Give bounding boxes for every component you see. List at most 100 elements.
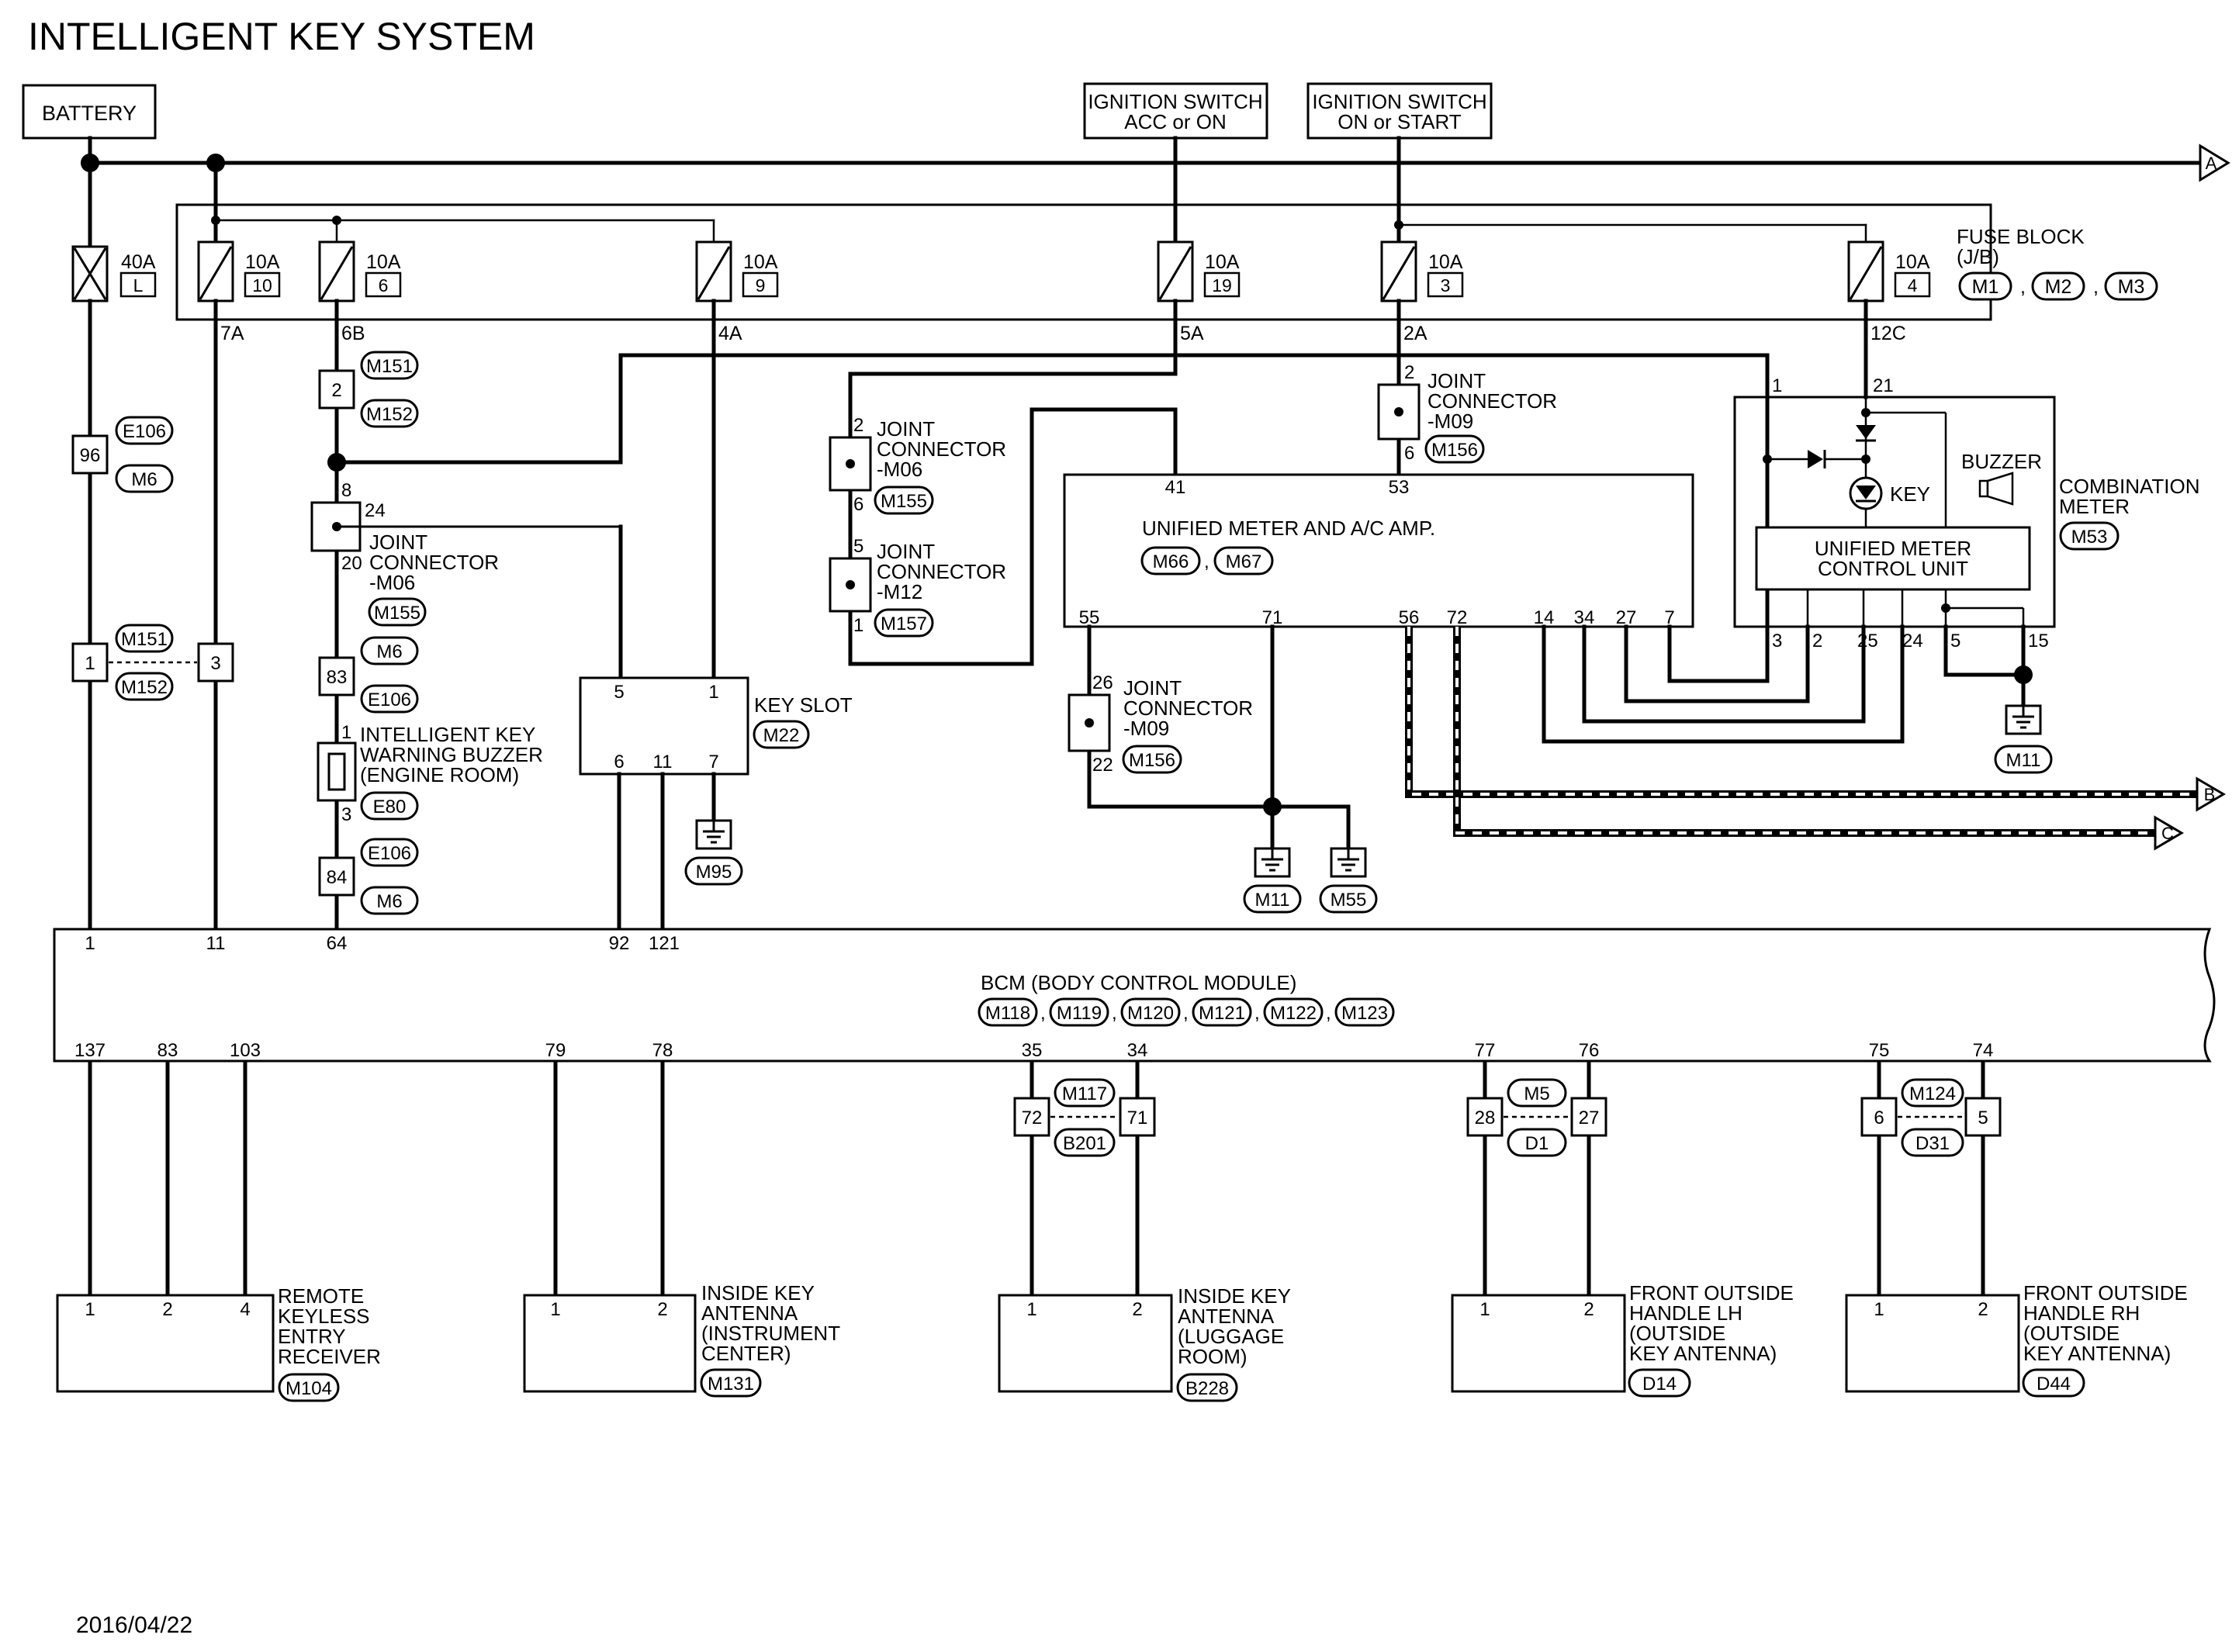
svg-text:2: 2 [1132,1299,1142,1320]
svg-text:2: 2 [331,380,341,401]
svg-text:4: 4 [240,1299,250,1320]
svg-text:92: 92 [609,933,630,954]
svg-text:M117: M117 [1062,1083,1107,1104]
svg-text:,: , [1112,1003,1117,1024]
svg-text:83: 83 [327,667,348,688]
svg-text:HANDLE LH: HANDLE LH [1629,1301,1742,1325]
svg-text:10A: 10A [245,251,280,273]
svg-text:-M12: -M12 [877,580,922,603]
svg-text:M1: M1 [1972,276,1999,298]
svg-text:3: 3 [341,804,351,825]
svg-text:BCM (BODY CONTROL MODULE): BCM (BODY CONTROL MODULE) [981,971,1296,994]
fuse-pin-12c: 12C [1870,323,1906,344]
svg-text:D44: D44 [2037,1374,2071,1395]
svg-text:1: 1 [708,682,718,703]
svg-text:M131: M131 [708,1374,754,1395]
svg-text:M152: M152 [121,677,168,698]
svg-text:L: L [133,275,144,295]
svg-text:M155: M155 [374,603,420,624]
svg-text:-M06: -M06 [369,571,415,594]
svg-text:53: 53 [1389,477,1410,498]
svg-text:(OUTSIDE: (OUTSIDE [2023,1322,2120,1345]
svg-text:E80: E80 [373,797,407,817]
svg-text:10A: 10A [1205,251,1240,273]
ground-m55: M55 [1319,847,1378,914]
svg-text:1: 1 [550,1299,560,1320]
svg-text:M118: M118 [985,1003,1030,1024]
svg-text:75: 75 [1869,1040,1890,1061]
svg-text:5: 5 [853,536,863,557]
ignition-on-line2: ON or START [1338,110,1462,133]
svg-text:26: 26 [1092,672,1113,693]
svg-text:D1: D1 [1525,1133,1549,1154]
svg-text:96: 96 [80,445,101,466]
svg-text:1: 1 [85,653,95,674]
svg-text:6: 6 [853,494,863,515]
svg-text:1: 1 [1479,1299,1490,1320]
svg-text:6: 6 [379,275,389,295]
ground-m95: M95 [684,819,743,886]
ground-m11-amp: M11 [1243,847,1302,914]
svg-text:D14: D14 [1642,1374,1677,1395]
svg-text:-M09: -M09 [1123,717,1169,740]
svg-text:64: 64 [327,933,348,954]
svg-text:C: C [2161,824,2174,843]
svg-text:11: 11 [206,933,226,954]
svg-text:RECEIVER: RECEIVER [278,1345,381,1368]
svg-text:M120: M120 [1127,1003,1174,1024]
device-remote-keyless-receiver: 1 2 4 REMOTE KEYLESS ENTRY RECEIVER M104 [56,1284,381,1402]
svg-text:M6: M6 [131,469,157,490]
svg-text:M3: M3 [2118,276,2145,298]
fuse-pin-6b: 6B [341,323,365,344]
svg-text:78: 78 [652,1040,673,1061]
svg-text:JOINT: JOINT [369,531,427,554]
svg-text:M156: M156 [1431,440,1478,461]
svg-text:M124: M124 [1909,1083,1956,1104]
joint-connector-m12: 5 1 JOINT CONNECTOR -M12 M157 [829,536,1006,638]
svg-text:M5: M5 [1524,1083,1549,1104]
svg-text:M119: M119 [1057,1003,1102,1024]
fuse-9: 10A 9 [695,240,779,302]
svg-text:1: 1 [1026,1299,1036,1320]
svg-text:5: 5 [614,682,624,703]
svg-text:HANDLE RH: HANDLE RH [2023,1301,2140,1325]
svg-text:137: 137 [74,1040,106,1061]
svg-text:M67: M67 [1226,551,1262,572]
svg-text:-M06: -M06 [877,458,922,481]
fuse-block-label: FUSE BLOCK [1957,225,2085,248]
svg-text:INSIDE KEY: INSIDE KEY [701,1281,815,1305]
can-line-c: C [1453,627,2184,851]
svg-text:103: 103 [230,1040,261,1061]
ignition-on-line1: IGNITION SWITCH [1312,90,1486,113]
fuse-4: 10A 4 [1847,240,1931,302]
svg-text:WARNING BUZZER: WARNING BUZZER [360,743,543,766]
svg-text:22: 22 [1092,755,1113,776]
connector-m151-m152-a: 1 3 M151 M152 [71,624,234,701]
svg-text:6: 6 [614,752,624,772]
svg-text:2: 2 [1978,1299,1988,1320]
key-slot: 5 1 6 11 7 KEY SLOT M22 [579,676,853,776]
svg-text:121: 121 [649,933,680,954]
svg-text:(LUGGAGE: (LUGGAGE [1178,1325,1284,1348]
warning-buzzer-engine-room: 1 3 INTELLIGENT KEY WARNING BUZZER (ENGI… [317,722,543,825]
svg-text:KEYLESS: KEYLESS [278,1305,370,1328]
svg-text:CONNECTOR: CONNECTOR [877,560,1006,583]
svg-text:M6: M6 [376,891,402,912]
svg-text:10A: 10A [743,251,778,273]
svg-text:COMBINATION: COMBINATION [2059,475,2200,498]
svg-text:(OUTSIDE: (OUTSIDE [1629,1322,1725,1345]
svg-text:M155: M155 [881,491,927,512]
svg-text:72: 72 [1447,607,1468,628]
svg-text:UNIFIED METER AND A/C AMP.: UNIFIED METER AND A/C AMP. [1142,517,1435,540]
svg-text:1: 1 [1874,1299,1884,1320]
svg-text:-M09: -M09 [1427,410,1473,433]
svg-text:6: 6 [1404,443,1414,464]
svg-text:72: 72 [1022,1108,1043,1128]
svg-text:M2: M2 [2045,276,2072,298]
fuse-block-sub: (J/B) [1957,245,1999,268]
svg-text:,: , [1204,551,1209,572]
svg-text:(INSTRUMENT: (INSTRUMENT [701,1322,840,1345]
connector-m151-m152-b: 2 M151 M152 [318,351,419,428]
svg-text:M123: M123 [1341,1003,1388,1024]
